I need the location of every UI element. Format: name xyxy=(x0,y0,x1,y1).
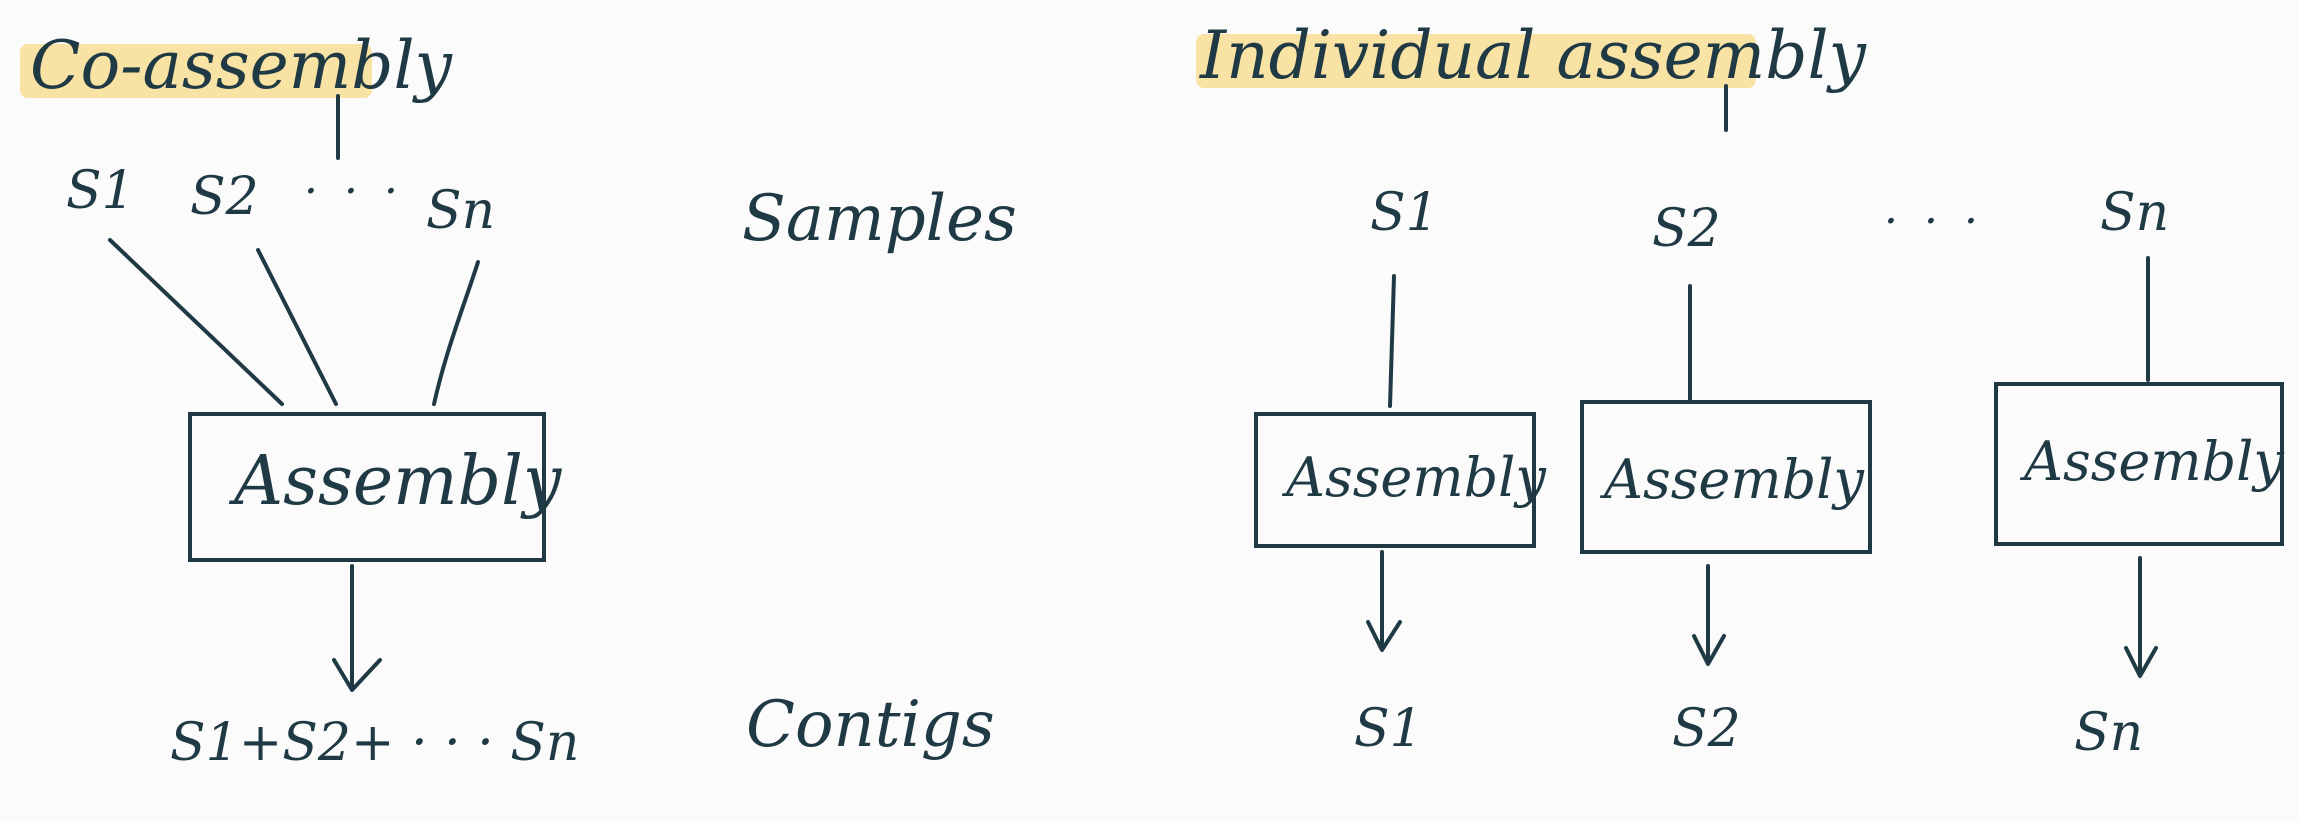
individual-sample-1: S1 xyxy=(1370,183,1439,243)
individual-assembly-box-2 xyxy=(1580,400,1872,554)
individual-arrow-head-n xyxy=(2124,646,2158,678)
individual-assembly-box-label-2: Assembly xyxy=(1599,448,1865,511)
individual-column-1: S1 Assembly S1 xyxy=(1254,183,1547,759)
co-output-arrow-head xyxy=(332,658,382,692)
co-sample-ellipsis: · · · xyxy=(304,166,404,217)
individual-assembly-box-1 xyxy=(1254,412,1536,548)
contigs-row-label: Contigs xyxy=(746,688,995,762)
co-output: S1+S2+ · · · Sn xyxy=(170,713,579,773)
individual-sample-2: S2 xyxy=(1652,199,1721,259)
individual-link-1 xyxy=(1388,274,1396,408)
co-assembly-box xyxy=(188,412,546,562)
individual-column-n: Sn Assembly Sn xyxy=(1994,183,2285,763)
co-assembly-panel: Co-assembly S1 S2 · · · Sn Assembly S1+S… xyxy=(20,27,579,773)
individual-arrow-head-2 xyxy=(1692,634,1726,666)
co-assembly-title: Co-assembly xyxy=(30,27,453,104)
co-sample-2: S2 xyxy=(190,167,259,227)
individual-sample-n: Sn xyxy=(2100,183,2169,243)
individual-output-2: S2 xyxy=(1672,699,1741,759)
individual-assembly-box-label-n: Assembly xyxy=(2019,430,2285,493)
co-link-2 xyxy=(256,248,338,406)
individual-assembly-box-label-1: Assembly xyxy=(1281,446,1547,509)
co-link-n xyxy=(432,260,480,406)
individual-assembly-title: Individual assembly xyxy=(1199,17,1867,94)
individual-assembly-panel: Individual assembly S1 Assembly S1 S2 As… xyxy=(1196,17,2285,763)
individual-output-n: Sn xyxy=(2074,703,2143,763)
co-sample-n: Sn xyxy=(426,181,495,241)
row-labels: Samples Contigs xyxy=(742,182,1017,762)
co-assembly-title-highlight xyxy=(20,44,372,98)
co-assembly-box-label: Assembly xyxy=(228,442,563,521)
individual-output-1: S1 xyxy=(1354,699,1423,759)
individual-arrow-head-1 xyxy=(1366,620,1402,652)
co-sample-1: S1 xyxy=(66,161,135,221)
individual-assembly-box-n xyxy=(1994,382,2284,546)
samples-row-label: Samples xyxy=(742,182,1017,256)
co-link-1 xyxy=(108,238,284,406)
individual-sample-ellipsis: · · · xyxy=(1884,196,1984,247)
individual-assembly-title-highlight xyxy=(1196,34,1756,88)
individual-column-2: S2 Assembly S2 xyxy=(1580,199,1872,759)
